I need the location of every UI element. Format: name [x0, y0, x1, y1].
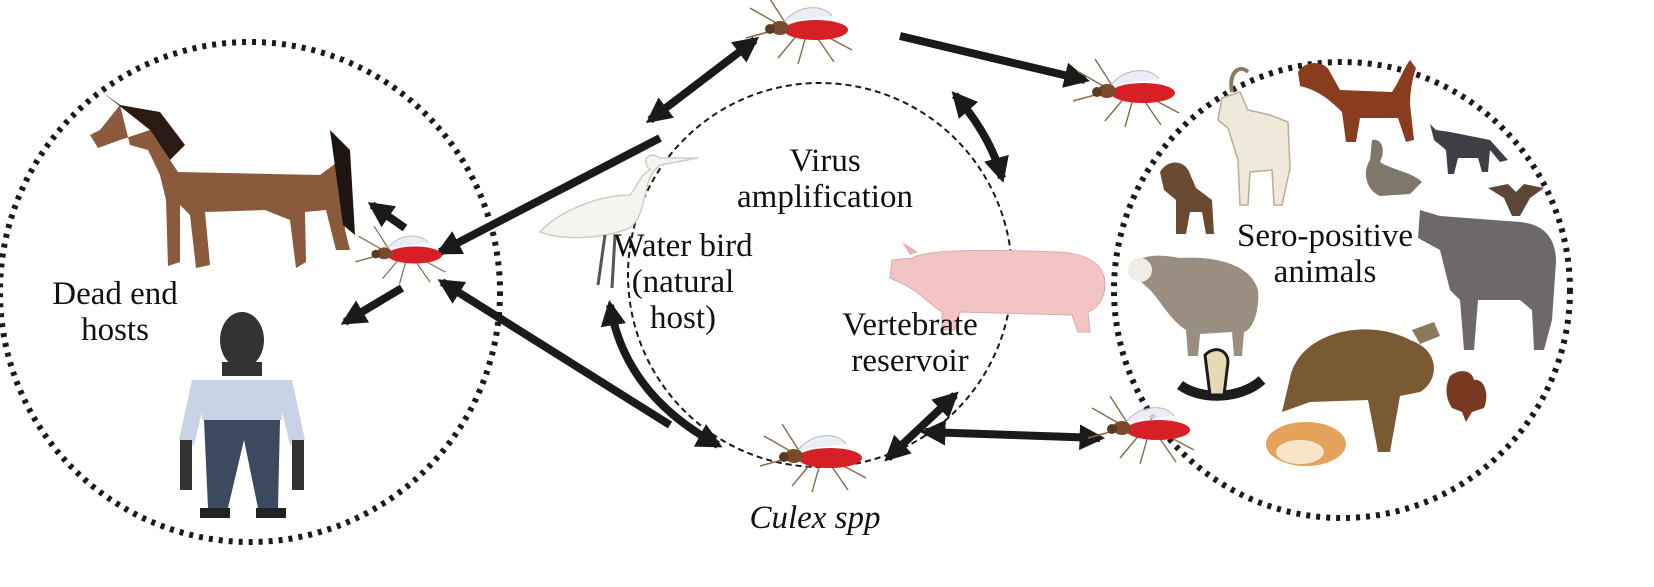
bat-icon: [1488, 184, 1544, 216]
arrow-to-horse: [367, 201, 408, 232]
sheep-icon: [1128, 255, 1259, 356]
cat-icon: [1430, 124, 1508, 174]
turtle-icon: [1282, 322, 1440, 452]
arrow-top-to-right-mosquito: [899, 32, 1090, 88]
mosquito-icon: [354, 225, 447, 285]
arrow-pig-to-bottom-mosquito: [884, 391, 959, 462]
chicken-icon: [1446, 371, 1487, 422]
human-icon: [179, 312, 305, 518]
arrow-egret-to-left-mosquito: [435, 134, 662, 256]
dog-icon: [1298, 60, 1416, 142]
arrow-top-to-pig: [951, 91, 1009, 183]
egret-icon: [538, 154, 699, 289]
pig-icon: [889, 242, 1106, 333]
dead-end-hosts-label: Dead end hosts: [52, 276, 178, 348]
arrow-top-to-egret: [645, 36, 760, 124]
dead-end-hosts-circle: [0, 39, 503, 545]
vertebrate-reservoir-label: Vertebrate reservoir: [842, 307, 978, 379]
goat-icon: [1217, 66, 1291, 206]
monkey-icon: [1160, 162, 1214, 234]
virus-amplification-label: Virus amplification: [737, 143, 913, 215]
culex-label: Culex spp: [749, 500, 881, 536]
mosquito-icon: [759, 423, 867, 493]
horse-icon: [90, 92, 355, 268]
sero-positive-circle: [1111, 59, 1573, 521]
hamster-icon: [1266, 422, 1346, 466]
goose-icon: [1365, 139, 1422, 196]
mosquito-icon: [1072, 58, 1180, 128]
mosquito-icon: [1087, 395, 1195, 465]
cow-icon: [1418, 210, 1556, 350]
arrow-to-human: [340, 284, 405, 326]
water-bird-label: Water bird (natural host): [613, 228, 753, 336]
mosquito-icon: [745, 0, 853, 65]
arrow-egret-to-bottom-mosquito: [600, 299, 723, 449]
snake-icon: [1177, 348, 1266, 401]
sero-positive-animals-label: Sero-positive animals: [1237, 218, 1413, 290]
transmission-arrows: [340, 32, 1106, 462]
arrow-bottom-to-right-mosquito: [919, 419, 1106, 451]
